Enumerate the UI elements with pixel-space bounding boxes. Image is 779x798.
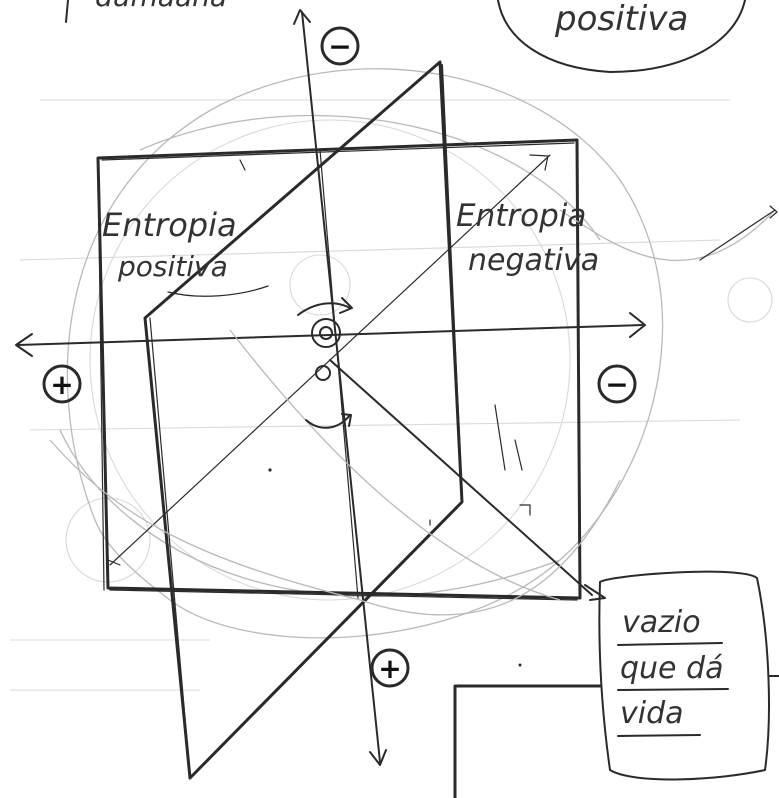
left-panel-line1: Entropia	[102, 206, 237, 244]
right-panel-line1: Entropia	[456, 198, 586, 234]
vertical-plane	[145, 62, 462, 778]
center-circle-inner	[320, 327, 332, 339]
sign-right: −	[599, 366, 635, 402]
sign-right-text: −	[605, 368, 628, 401]
center-small-circle	[316, 366, 330, 380]
sign-bottom: +	[372, 650, 408, 686]
sign-left: +	[44, 366, 80, 402]
sign-top: −	[322, 28, 358, 64]
left-panel-label: Entropia positiva	[102, 206, 237, 283]
bottom-partial-box	[455, 676, 779, 798]
top-left-text: dumaana	[95, 0, 227, 13]
sign-left-text: +	[50, 368, 73, 401]
left-panel-line2: positiva	[117, 250, 228, 283]
ghost-background-marks	[10, 100, 772, 690]
bubble-text: positiva	[554, 0, 688, 39]
note-box: vazio que dá vida	[599, 572, 769, 780]
stray-marks	[168, 286, 522, 667]
top-left-fragment: dumaana	[66, 0, 227, 22]
top-right-bubble: positiva	[498, 0, 745, 72]
note-line2: que dá	[620, 651, 723, 686]
rotation-arrow-top-icon	[298, 303, 350, 315]
sign-bottom-text: +	[378, 652, 401, 685]
note-line3: vida	[620, 696, 684, 731]
sign-top-text: −	[328, 30, 351, 63]
right-panel-line2: negativa	[468, 243, 599, 278]
note-line1: vazio	[622, 605, 701, 640]
